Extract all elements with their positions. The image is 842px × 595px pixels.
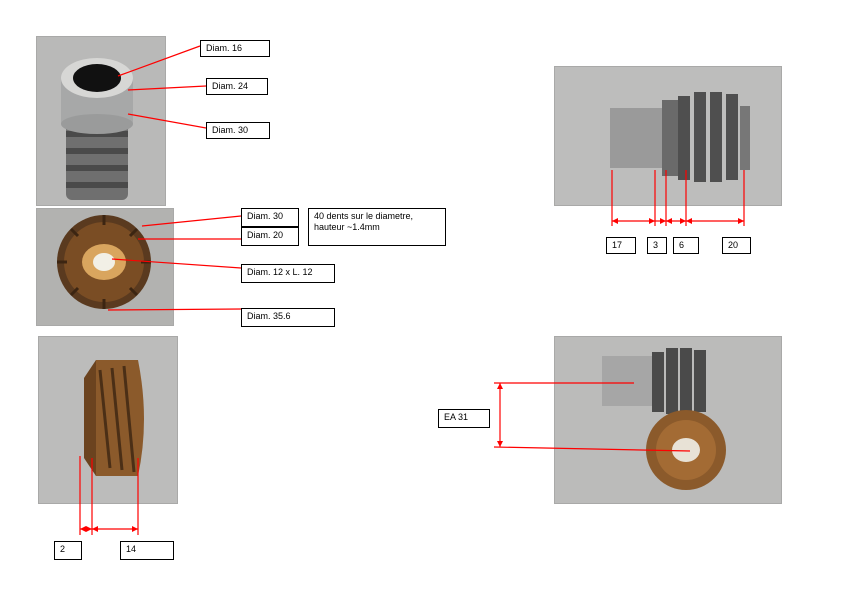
sleeve-illustration [61, 58, 133, 200]
worm-shaft-photo [554, 66, 782, 206]
label-diam30-b: Diam. 30 [241, 208, 299, 227]
label-diam30-a: Diam. 30 [206, 122, 270, 139]
label-diam356: Diam. 35.6 [241, 308, 335, 327]
label-len17: 17 [606, 237, 636, 254]
gear-side-illustration [84, 360, 144, 476]
worm-shaft-illustration [610, 92, 750, 182]
label-len3: 3 [647, 237, 667, 254]
worm-and-gear-photo [554, 336, 782, 504]
label-len20: 20 [722, 237, 751, 254]
label-diam24: Diam. 24 [206, 78, 268, 95]
bronze-gear-top-photo [36, 208, 174, 326]
label-diam16: Diam. 16 [200, 40, 270, 57]
bronze-gear-side-photo [38, 336, 178, 504]
label-len14: 14 [120, 541, 174, 560]
worm-gear-pair-illustration [602, 348, 726, 490]
label-len6: 6 [673, 237, 699, 254]
sleeve-photo [36, 36, 166, 206]
label-teeth-note: 40 dents sur le diametre, hauteur ~1.4mm [308, 208, 446, 246]
label-len2: 2 [54, 541, 82, 560]
gear-top-illustration [57, 215, 151, 309]
label-diam12: Diam. 12 x L. 12 [241, 264, 335, 283]
label-diam20: Diam. 20 [241, 227, 299, 246]
label-ea31: EA 31 [438, 409, 490, 428]
